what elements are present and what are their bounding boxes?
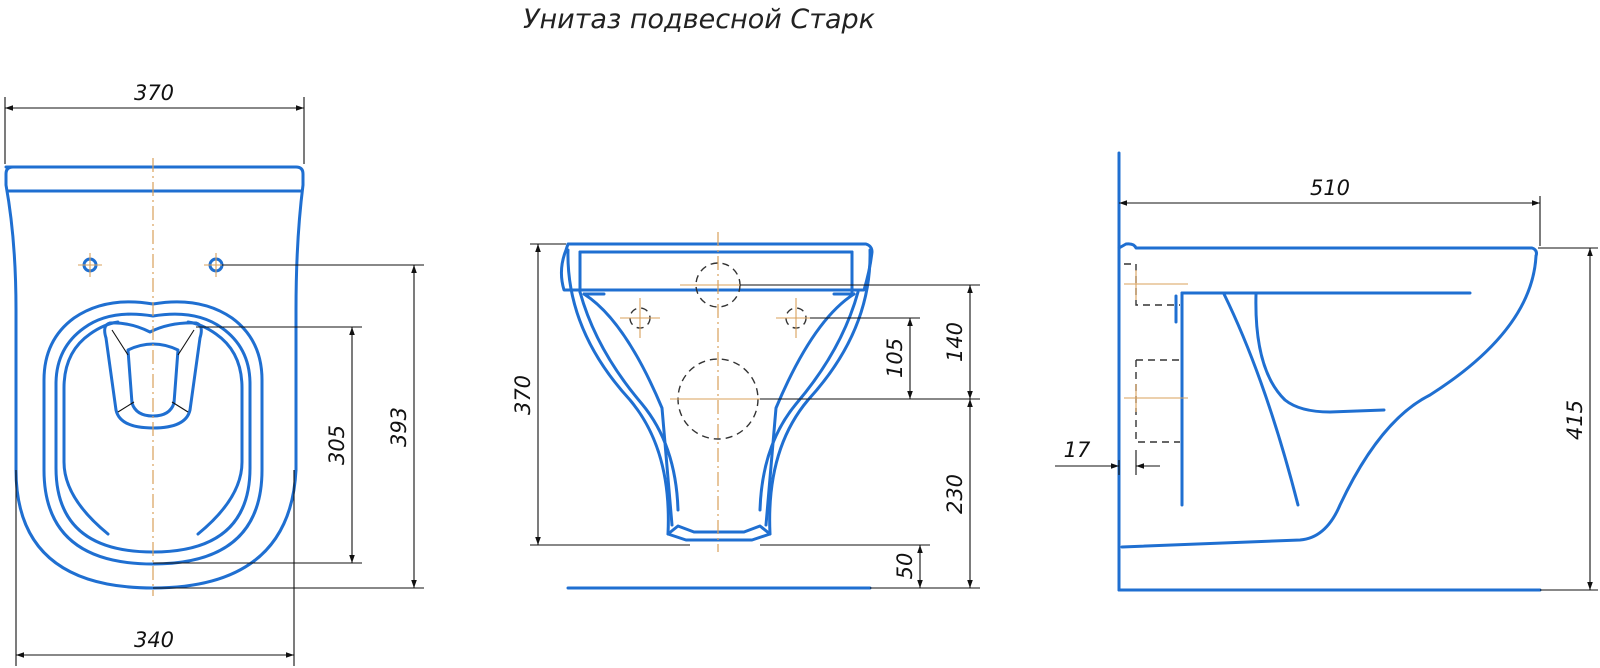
dim-105: 105 [883, 338, 907, 378]
dim-370-front: 370 [511, 375, 535, 415]
dim-415: 415 [1563, 400, 1587, 440]
top-view-outline [4, 165, 305, 590]
front-view-centerlines [620, 232, 816, 552]
dim-370-top: 370 [134, 81, 174, 105]
dim-393: 393 [387, 407, 411, 447]
dim-50: 50 [893, 553, 917, 580]
top-view: 370 340 393 305 [4, 81, 424, 666]
dim-230: 230 [943, 474, 967, 514]
side-view-outline [1117, 151, 1542, 592]
top-view-dimensions [4, 97, 424, 666]
dim-340: 340 [134, 628, 174, 652]
front-view: 370 105 140 230 50 [511, 232, 980, 590]
top-view-centerlines [78, 158, 228, 596]
front-view-dimensions [530, 243, 980, 589]
side-view-centerlines [1124, 270, 1188, 412]
dim-140: 140 [943, 322, 967, 362]
side-view-dimensions [1055, 196, 1598, 591]
front-view-outline [559, 242, 874, 590]
side-view-hidden [1124, 263, 1180, 443]
dim-305: 305 [325, 425, 349, 465]
dim-17: 17 [1064, 438, 1091, 462]
side-view: 510 415 17 [1055, 151, 1598, 592]
drawing-title: Унитаз подвесной Старк [523, 4, 876, 35]
dim-510: 510 [1310, 176, 1350, 200]
